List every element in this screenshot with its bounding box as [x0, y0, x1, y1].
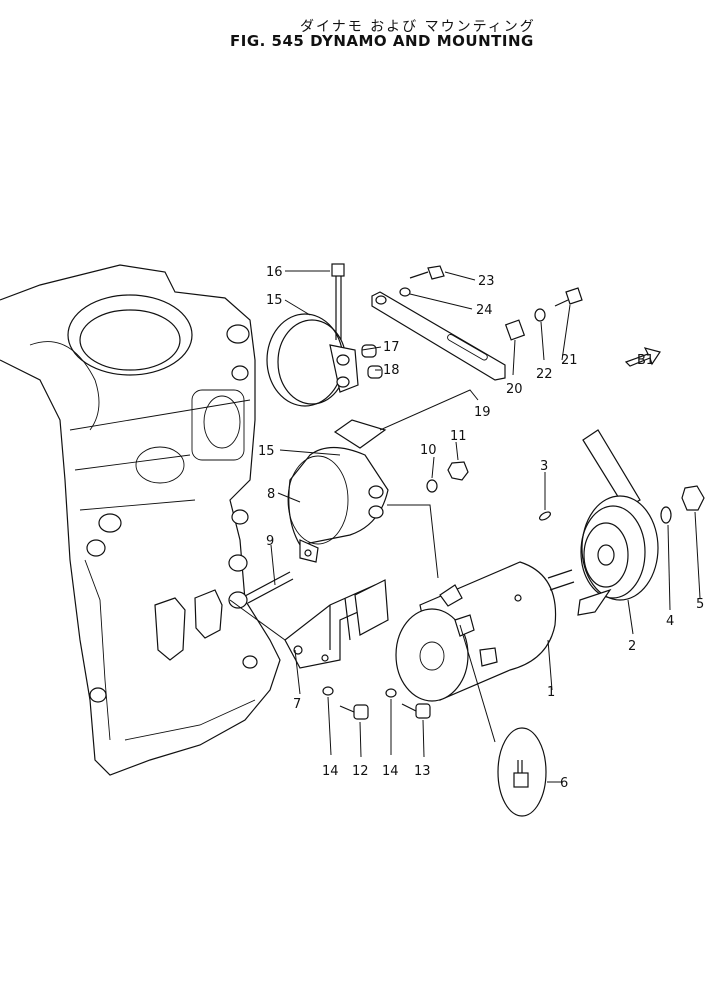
washer-4 [660, 506, 672, 524]
engine-block [0, 264, 281, 776]
washer-14-right [385, 688, 397, 698]
callout-14-left: 14 [322, 764, 339, 779]
mounting-band-upper [266, 313, 359, 407]
dynamo-bracket [284, 579, 389, 669]
callout-21: 21 [561, 353, 578, 368]
callout-13: 13 [414, 764, 431, 779]
bolt-23 [409, 265, 445, 280]
callout-10: 10 [420, 443, 437, 458]
washer-14-left [322, 686, 334, 696]
callout-11: 11 [450, 429, 467, 444]
figure-title: FIG. 545 DYNAMO AND MOUNTING [230, 32, 534, 50]
callout-8: 8 [267, 487, 275, 502]
callout-15-upper: 15 [266, 293, 283, 308]
callout-20: 20 [506, 382, 523, 397]
terminal-detail [497, 727, 547, 817]
callout-9: 9 [266, 534, 274, 549]
washer-24 [399, 287, 411, 297]
washer-22 [534, 308, 546, 322]
callout-14-right: 14 [382, 764, 399, 779]
svg-text:B1: B1 [637, 353, 654, 368]
callout-18: 18 [383, 363, 400, 378]
dynamo [395, 561, 575, 702]
callout-16: 16 [266, 265, 283, 280]
callout-12: 12 [352, 764, 369, 779]
pulley [577, 429, 659, 616]
callout-2: 2 [628, 639, 636, 654]
nut-17 [361, 344, 377, 358]
bolt-16 [331, 263, 345, 340]
direction-arrow-icon: B1 [624, 347, 661, 368]
leader-lines [229, 270, 701, 783]
callout-7: 7 [293, 697, 301, 712]
key-3 [538, 511, 552, 521]
nut-18 [367, 365, 383, 379]
bolt-13 [401, 703, 431, 719]
bolt-12 [339, 704, 369, 720]
callout-5: 5 [696, 597, 704, 612]
callout-22: 22 [536, 367, 553, 382]
callout-4: 4 [666, 614, 674, 629]
callout-17: 17 [383, 340, 400, 355]
callout-24: 24 [476, 303, 493, 318]
bolt-21 [554, 287, 583, 307]
mounting-band-lower [287, 419, 389, 563]
square-nut-20 [504, 319, 526, 341]
callout-3: 3 [540, 459, 548, 474]
callout-1: 1 [547, 685, 555, 700]
callout-15-lower: 15 [258, 444, 275, 459]
nut-5 [681, 485, 705, 511]
callout-6: 6 [560, 776, 568, 791]
callout-numbers: 1 2 3 4 5 6 7 8 9 10 11 12 13 14 14 15 1… [258, 265, 704, 791]
callout-19: 19 [474, 405, 491, 420]
nut-11 [447, 461, 469, 481]
callout-23: 23 [478, 274, 495, 289]
bolt-9 [228, 571, 294, 609]
adjusting-link [371, 291, 506, 381]
figure-title-japanese: ダイナモ および マウンティング [300, 19, 536, 35]
washer-10 [426, 479, 438, 493]
